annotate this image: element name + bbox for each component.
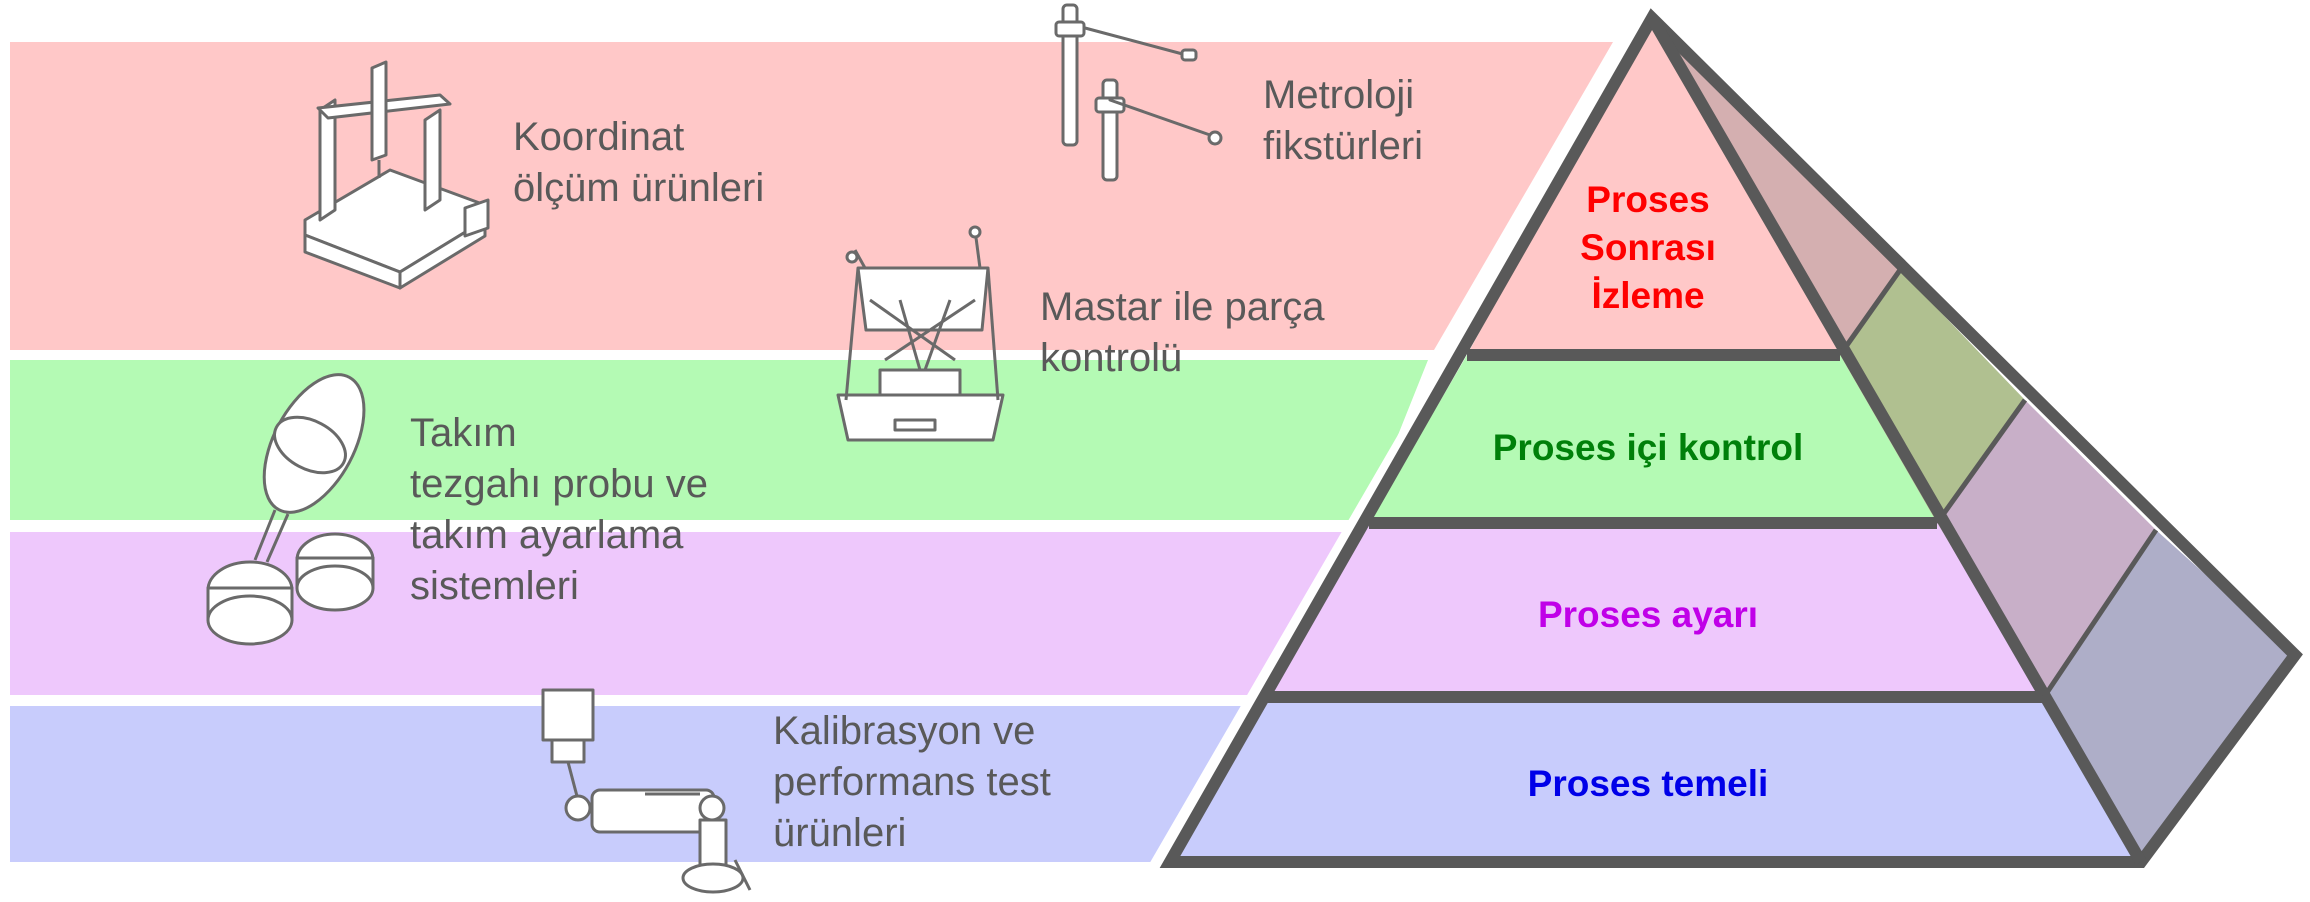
pyramid-frame	[1159, 8, 2303, 868]
tier-label-process-setting: Proses ayarı	[1538, 594, 1758, 635]
tier-label-post-process-2: Sonrası	[1580, 227, 1716, 268]
label-machine-tool-probe: Takım tezgahı probu ve takım ayarlama si…	[410, 411, 708, 608]
side-face-4	[2044, 530, 2295, 862]
tier-label-process-foundation: Proses temeli	[1528, 763, 1769, 804]
side-face-1	[1652, 18, 1900, 355]
tier-label-in-process: Proses içi kontrol	[1493, 427, 1804, 468]
label-calibration: Kalibrasyon ve performans test ürünleri	[773, 709, 1051, 855]
ballbar-calibration-icon	[541, 688, 752, 894]
band-process-foundation	[10, 706, 1276, 862]
tier-label-post-process-1: Proses	[1586, 179, 1709, 220]
label-metrology-fixtures: Metroloji fikstürleri	[1263, 73, 1424, 168]
tier-process-setting-face	[1265, 523, 2044, 697]
side-face-2	[1840, 270, 2025, 523]
gauging-system-icon	[836, 225, 1005, 442]
fixture-clamp-icon	[1054, 3, 1223, 182]
tier-label-post-process-3: İzleme	[1591, 275, 1704, 316]
machine-tool-probe-icon	[206, 373, 375, 646]
band-in-process	[10, 360, 1428, 520]
side-face-3	[1937, 400, 2156, 697]
tier-post-process-face	[1467, 18, 1840, 355]
cmm-machine-icon	[303, 60, 490, 290]
label-coordinate-measuring: Koordinat ölçüm ürünleri	[513, 115, 765, 210]
tier-in-process-face	[1369, 355, 1937, 523]
label-gauging: Mastar ile parça kontrolü	[1040, 285, 1325, 380]
tier-process-foundation-face	[1170, 697, 2141, 862]
